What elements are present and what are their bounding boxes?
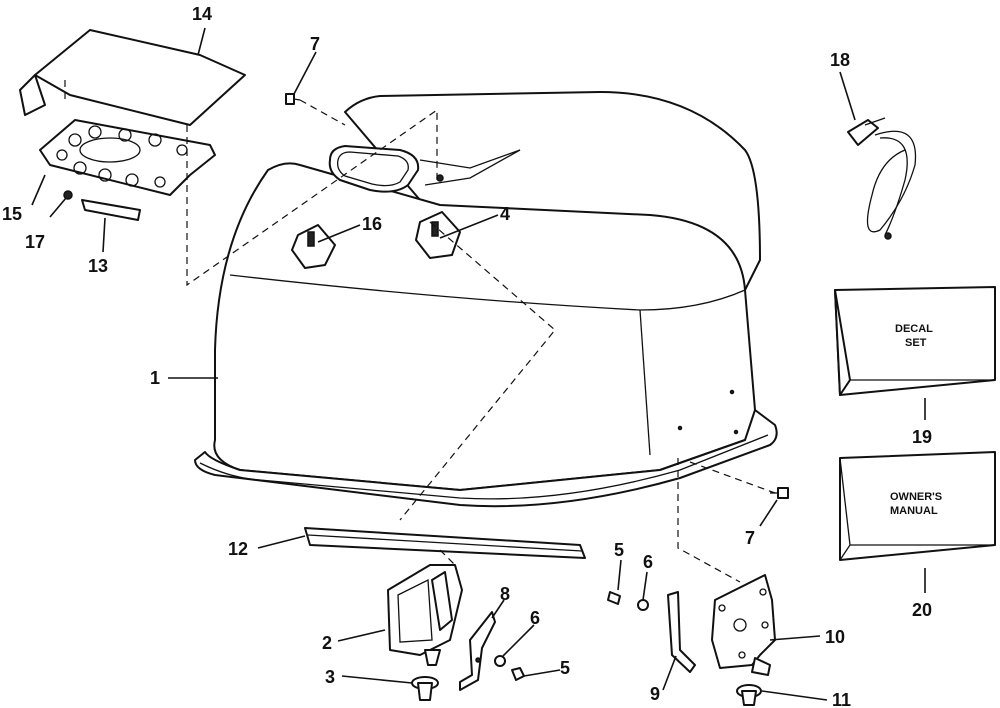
callout-18: 18	[830, 50, 850, 70]
bracket-bent	[667, 591, 696, 673]
motor-cover	[194, 91, 778, 508]
screw-lower	[511, 667, 525, 681]
callout-11: 11	[832, 690, 851, 708]
callout-1: 1	[150, 368, 160, 388]
bracket-strap	[459, 611, 496, 691]
assembly-lines	[64, 80, 776, 583]
washer-upper	[637, 599, 649, 611]
callout-numbers: 14 7 18 15 17 13 16 4 1 DECAL SET 19 OWN…	[2, 4, 942, 708]
callout-17: 17	[25, 232, 45, 252]
callout-2: 2	[322, 633, 332, 653]
seal-strip-long	[304, 527, 586, 559]
callout-13: 13	[88, 256, 108, 276]
callout-15: 15	[2, 204, 22, 224]
owners-manual-box	[839, 451, 996, 561]
callout-14: 14	[192, 4, 212, 24]
callout-3: 3	[325, 667, 335, 687]
callout-5-lower: 5	[560, 658, 570, 678]
callout-6-lower: 6	[530, 608, 540, 628]
screw-top	[285, 93, 301, 105]
callout-16: 16	[362, 214, 382, 234]
callout-9: 9	[650, 684, 660, 704]
callout-12: 12	[228, 539, 248, 559]
callout-19: 19	[912, 427, 932, 447]
screw-upper	[607, 591, 621, 605]
latch-knob-right	[415, 211, 461, 259]
latch-knob-left	[291, 224, 336, 269]
latch-plate	[711, 574, 776, 676]
screw-small	[63, 190, 73, 200]
decal-text-line1: DECAL	[895, 323, 933, 335]
callout-6-upper: 6	[643, 552, 653, 572]
manual-text-line1: OWNER'S	[890, 491, 942, 503]
callout-7-top: 7	[310, 34, 320, 54]
latch-bracket	[387, 564, 463, 666]
decal-text-line2: SET	[905, 337, 927, 349]
callout-20: 20	[912, 600, 932, 620]
decal-set-box	[834, 286, 996, 396]
leader-lines	[31, 27, 926, 701]
plug-left	[411, 676, 439, 701]
washer-lower	[494, 655, 506, 667]
callout-4: 4	[500, 204, 510, 224]
plug-right	[736, 684, 762, 706]
lanyard-cord	[847, 117, 917, 240]
gasket-plate	[39, 119, 216, 196]
callout-5-upper: 5	[614, 540, 624, 560]
top-cover	[19, 29, 246, 126]
callout-7-right: 7	[745, 528, 755, 548]
callout-8: 8	[500, 584, 510, 604]
manual-text-line2: MANUAL	[890, 505, 938, 517]
callout-10: 10	[825, 627, 845, 647]
screw-right	[770, 487, 789, 499]
seal-strip-short	[81, 199, 141, 221]
